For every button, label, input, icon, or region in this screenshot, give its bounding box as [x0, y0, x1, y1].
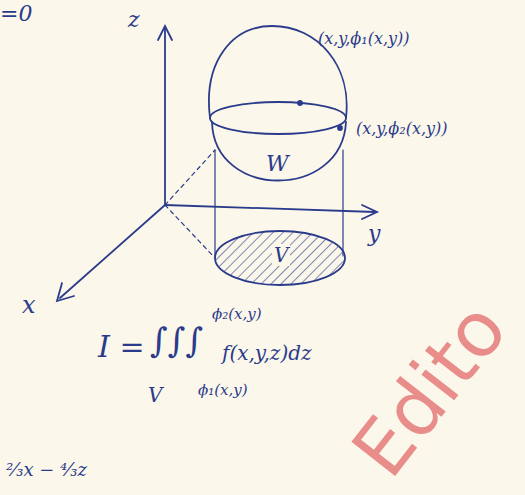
- region-label: V: [272, 244, 290, 266]
- region-label: W: [266, 152, 289, 176]
- axis-label: z: [128, 8, 140, 32]
- cut-note: =0: [0, 2, 32, 26]
- point-label: (x,y,ϕ₁(x,y)): [318, 30, 410, 48]
- region-label: V: [148, 384, 162, 406]
- note-text: ²⁄₃x − ⁴⁄₃z: [6, 460, 87, 480]
- watermark: Edito: [337, 287, 522, 491]
- integral-limit: ϕ₁(x,y): [198, 382, 248, 399]
- axis-label: x: [22, 292, 36, 318]
- integrand: f(x,y,z)dz: [222, 342, 312, 364]
- integral-sign: ∫∫∫: [150, 322, 203, 359]
- formula-text: I =: [98, 330, 145, 363]
- integral-limit: ϕ₂(x,y): [212, 306, 262, 323]
- axis-label: y: [368, 222, 380, 246]
- point-label: (x,y,ϕ₂(x,y)): [356, 120, 448, 138]
